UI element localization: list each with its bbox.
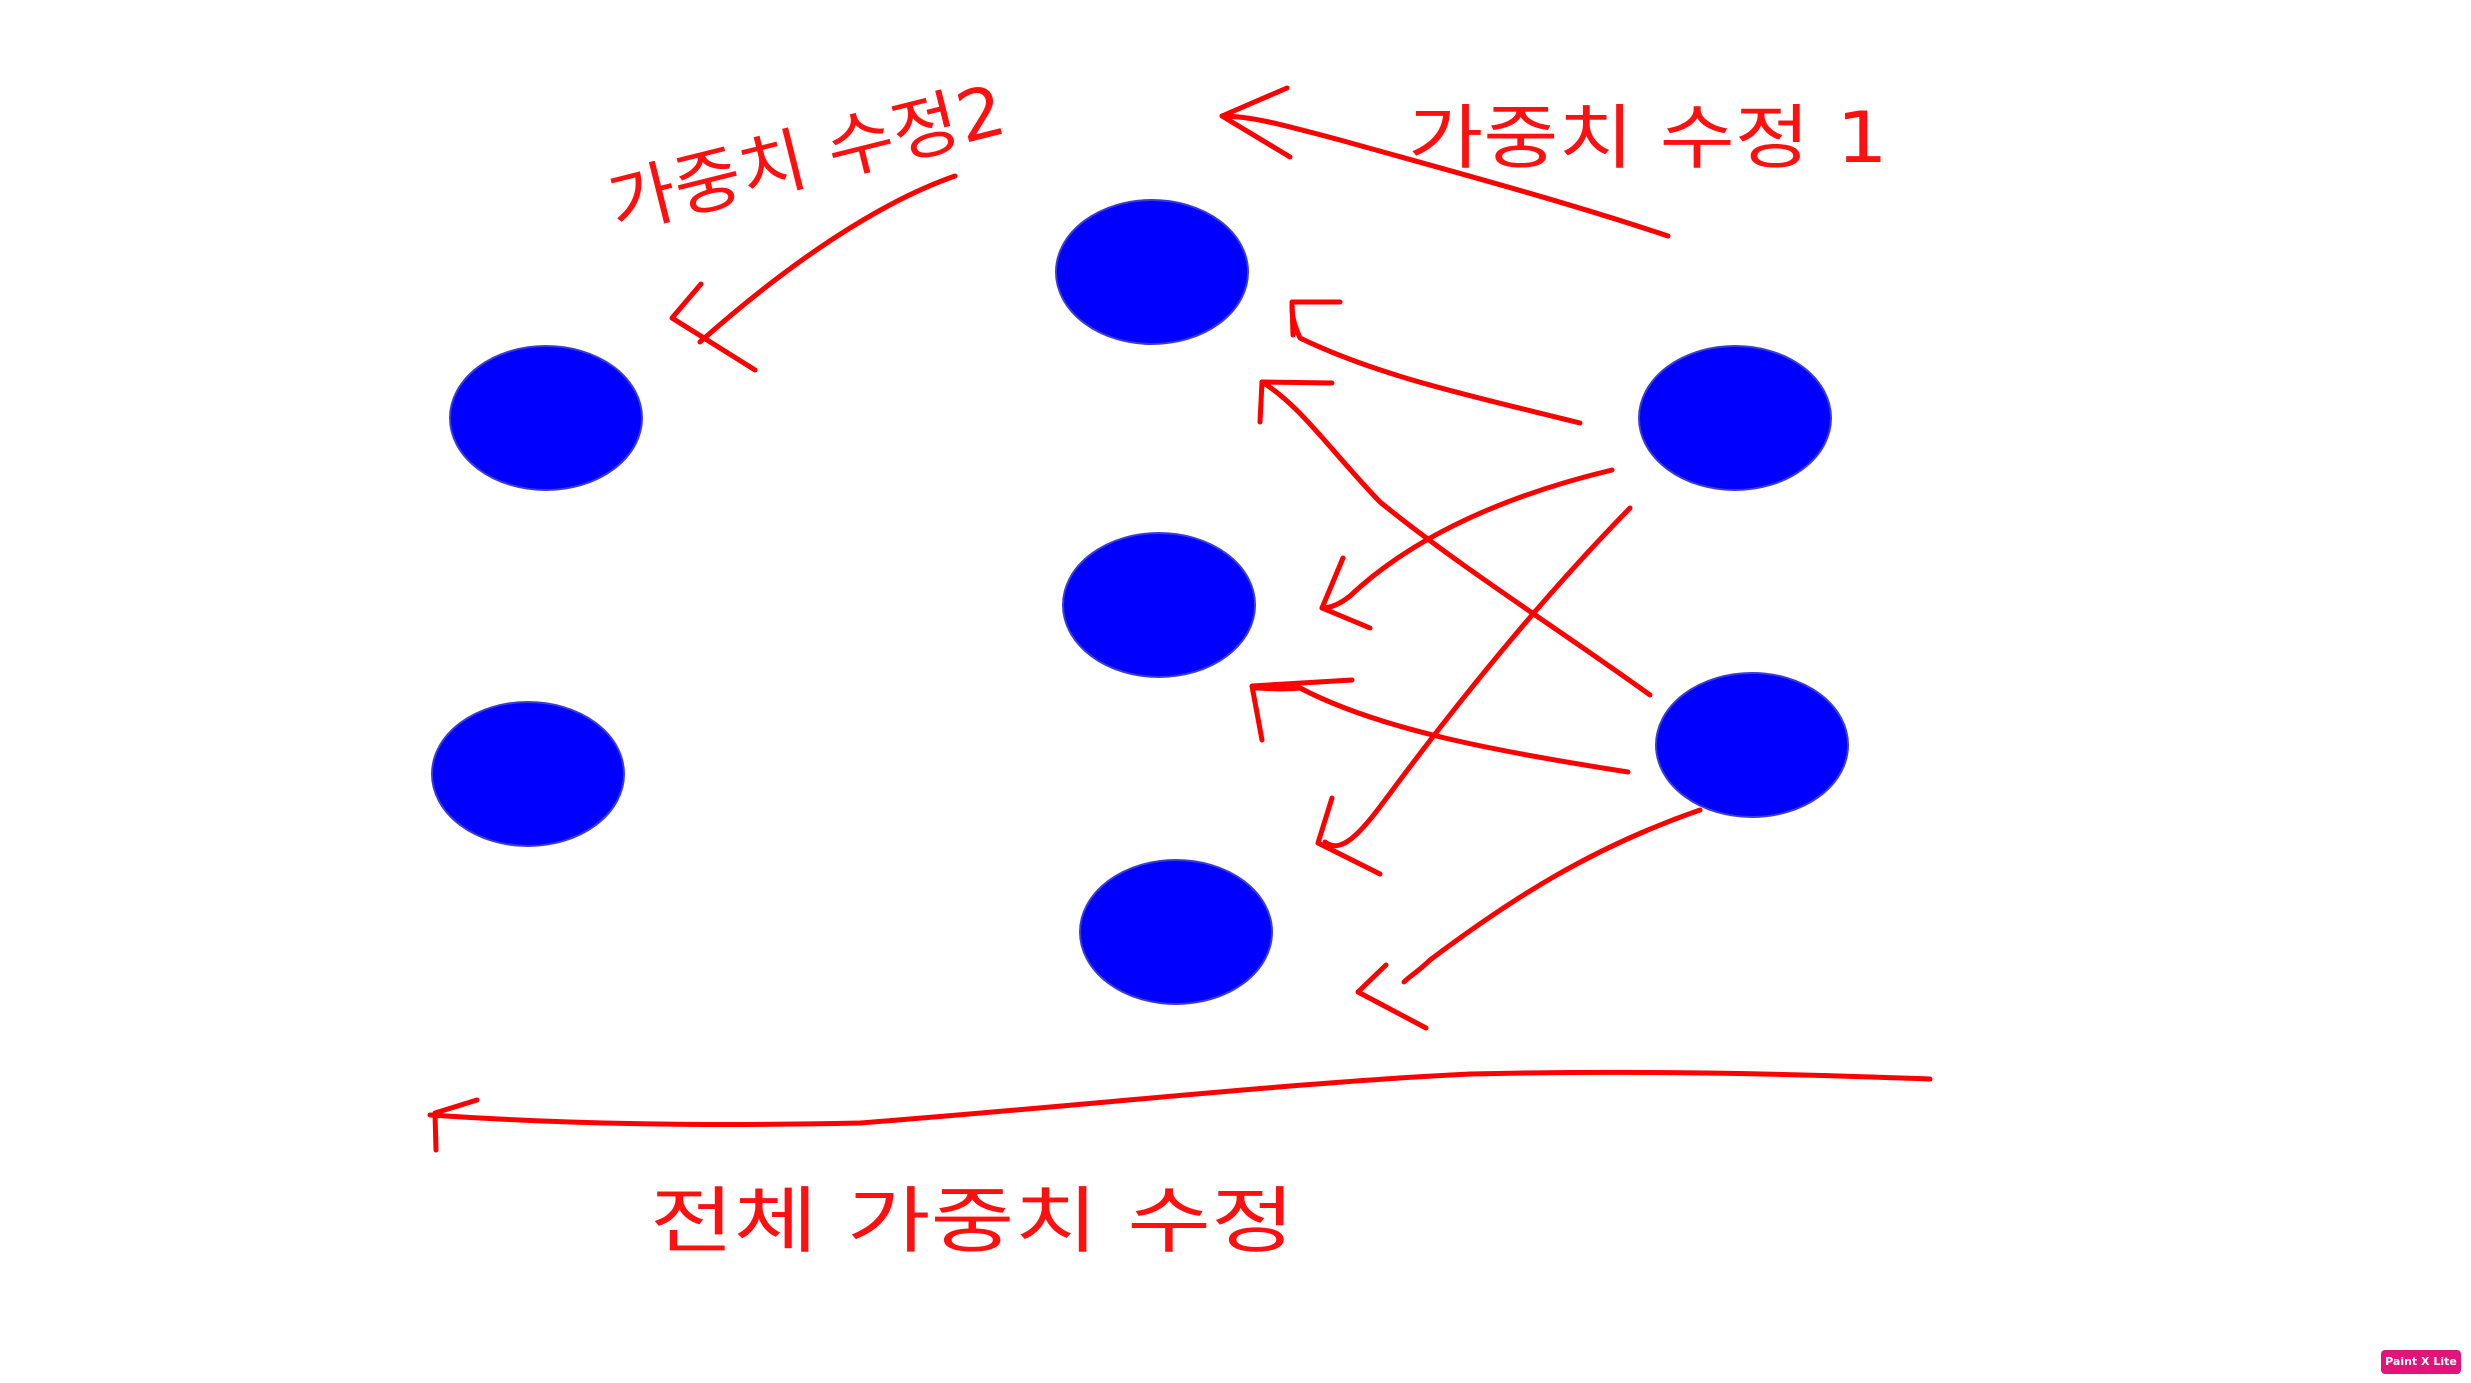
- edge-out1-hidden2-head: [1319, 555, 1373, 631]
- edge-out1-hidden3-head: [1315, 795, 1383, 877]
- hidden-node-1: [1055, 199, 1249, 345]
- label-weight-update-2: 가중치 수정2: [600, 69, 1013, 247]
- input-node-2: [431, 701, 625, 847]
- edge-out2-hidden3: [1401, 807, 1703, 985]
- output-node-1: [1638, 345, 1832, 491]
- edge-out1-hidden1: [1289, 302, 1583, 426]
- update-2-arrow-line: [697, 173, 958, 345]
- update-2-arrow-head: [669, 281, 758, 373]
- edge-out1-hidden1-head: [1289, 299, 1343, 338]
- edge-out2-hidden2-head: [1249, 677, 1355, 743]
- label-weight-update-1: 가중치 수정 1: [1408, 97, 1888, 179]
- update-all-arrow-line: [427, 1069, 1933, 1127]
- edge-out2-hidden3-head: [1355, 962, 1429, 1031]
- edge-out2-hidden1-head: [1257, 379, 1335, 425]
- edge-out1-hidden2: [1319, 467, 1615, 611]
- edge-out2-hidden1: [1259, 379, 1653, 698]
- app-badge: Paint X Lite: [2381, 1350, 2461, 1374]
- output-node-2: [1655, 672, 1849, 818]
- update-all-arrow-head: [432, 1097, 480, 1153]
- edge-out2-hidden2: [1253, 685, 1631, 775]
- input-node-1: [449, 345, 643, 491]
- label-weight-update-all: 전체 가중치 수정: [650, 1179, 1295, 1263]
- hidden-node-3: [1079, 859, 1273, 1005]
- hidden-node-2: [1062, 532, 1256, 678]
- update-1-arrow-head: [1219, 85, 1293, 160]
- edge-out1-hidden3: [1322, 505, 1633, 849]
- update-1-arrow-line: [1219, 113, 1671, 239]
